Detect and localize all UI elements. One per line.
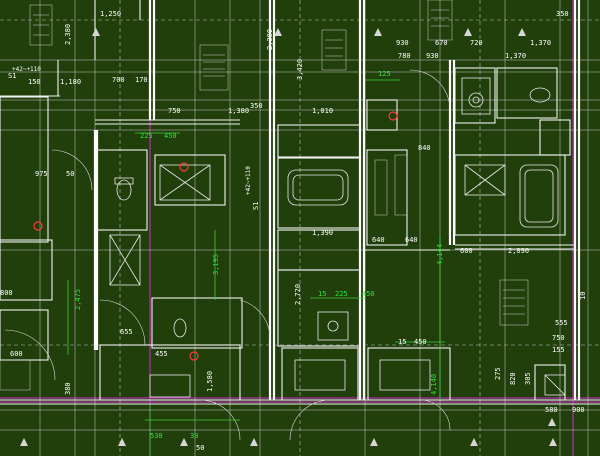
dim-label: 1,250 [100, 10, 121, 18]
dim-label: 820 [509, 372, 517, 385]
dim-label: 1,370 [505, 52, 526, 60]
dim-label: 555 [555, 319, 568, 327]
annotation-label: 530 [150, 432, 163, 440]
annotation-label: 125 [378, 70, 391, 78]
dim-label: 10 [579, 292, 587, 300]
dim-label: 780 [398, 52, 411, 60]
dim-label: 50 [196, 444, 204, 452]
dim-label: 350 [556, 10, 569, 18]
annotation-label: 225 [140, 132, 153, 140]
level-label: +42~+110 [12, 66, 41, 73]
sink [461, 77, 491, 115]
marker-point [189, 351, 199, 361]
marker-point [33, 221, 43, 231]
dim-label: 15 [398, 338, 406, 346]
dim-label: 900 [572, 406, 585, 414]
dim-label: 750 [552, 334, 565, 342]
annotation-label: 30 [190, 432, 198, 440]
annotation-label: 450 [362, 290, 375, 298]
dim-label: 600 [460, 247, 473, 255]
dim-label: 2,720 [294, 284, 302, 305]
dim-label: 1,180 [60, 78, 81, 86]
room-code: S1 [8, 72, 16, 80]
dim-label: 50 [66, 170, 74, 178]
dim-label: 720 [470, 39, 483, 47]
sink [317, 311, 349, 341]
dim-label: 930 [426, 52, 439, 60]
annotation-label: 225 [335, 290, 348, 298]
toilet [116, 179, 132, 201]
dim-label: 1,380 [228, 107, 249, 115]
dim-label: 930 [396, 39, 409, 47]
dim-label: 975 [35, 170, 48, 178]
dim-label: 600 [10, 350, 23, 358]
bathtub [287, 169, 349, 206]
annotation-label: 4,144 [436, 244, 444, 265]
dim-label: 655 [120, 328, 133, 336]
dim-label: 380 [64, 382, 72, 395]
door-swings [4, 69, 451, 441]
dim-label: 170 [135, 76, 148, 84]
washing-machine [464, 164, 506, 196]
room-code: S1 [252, 202, 260, 210]
bathtub [519, 164, 559, 228]
dim-label: 305 [524, 372, 532, 385]
dim-label: 800 [0, 289, 13, 297]
dim-label: 670 [435, 39, 448, 47]
annotation-label: 15 [318, 290, 326, 298]
dim-label: 350 [250, 102, 263, 110]
dim-label: 640 [405, 236, 418, 244]
marker-point [388, 111, 398, 121]
dim-label: 2,380 [266, 29, 274, 50]
dim-label: 450 [414, 338, 427, 346]
level-label: +42~+110 [245, 166, 252, 195]
annotation-label: 3,195 [212, 254, 220, 275]
dim-label: 1,370 [530, 39, 551, 47]
annotation-label: 450 [164, 132, 177, 140]
annotation-label: 4,140 [430, 374, 438, 395]
dim-label: 840 [418, 144, 431, 152]
section-markers [20, 28, 557, 446]
dim-label: 2,380 [64, 24, 72, 45]
fixtures [109, 77, 566, 398]
dim-label: 155 [552, 346, 565, 354]
dim-label: 580 [545, 406, 558, 414]
annotation-label: 2,475 [74, 289, 82, 310]
dim-label: 640 [372, 236, 385, 244]
red-markers [33, 111, 398, 361]
dim-label: 1,580 [206, 371, 214, 392]
toilet [173, 318, 187, 338]
dimension-labels: 1,250 350 670 720 1,370 930 780 2,380 S1… [0, 10, 587, 452]
dim-label: 750 [168, 107, 181, 115]
dim-label: 1,010 [312, 107, 333, 115]
annotation-lines [67, 79, 445, 456]
dim-label: 1,390 [312, 229, 333, 237]
dim-label: 2,090 [508, 247, 529, 255]
note-blocks [0, 0, 529, 391]
dim-label: 3,420 [296, 59, 304, 80]
dim-label: 275 [494, 367, 502, 380]
toilet [529, 87, 551, 103]
dim-label: 455 [155, 350, 168, 358]
dim-label: 150 [28, 78, 41, 86]
dim-label: 700 [112, 76, 125, 84]
marker-point [179, 162, 189, 172]
